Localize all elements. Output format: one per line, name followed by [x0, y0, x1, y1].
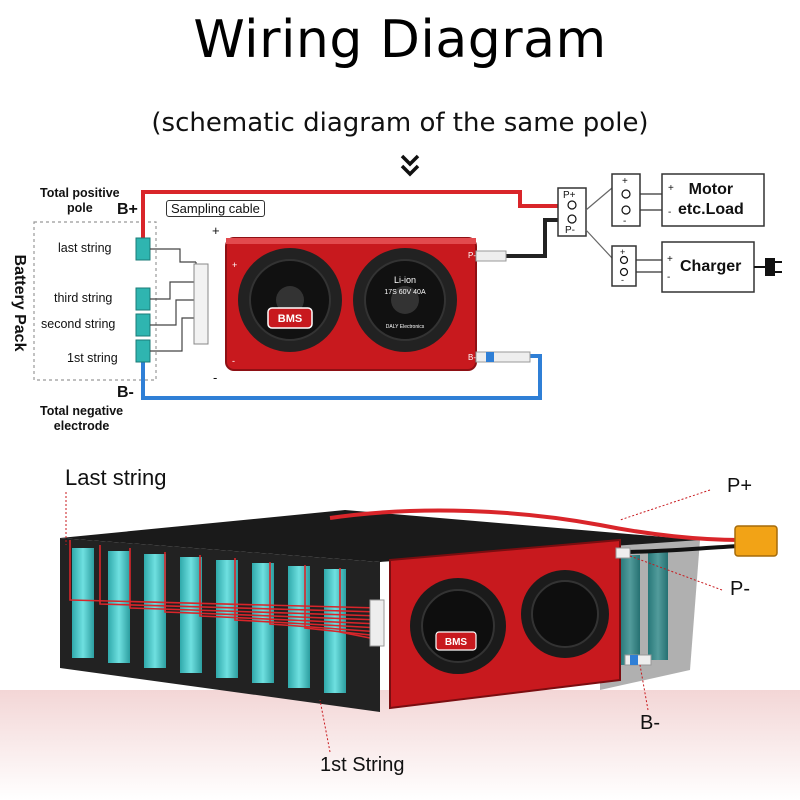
bms-spec-text: 17S 60V 40A [384, 289, 426, 296]
photo-p-minus-label: P- [730, 578, 750, 600]
charger-box [661, 241, 755, 293]
photo-b-minus-label: B- [640, 712, 660, 734]
port-p-minus-label: P- [565, 225, 575, 236]
photo-first-string-label: 1st String [320, 754, 405, 776]
total-positive-pole-label: Total positive pole [40, 186, 120, 215]
photo-p-minus-wire [619, 544, 741, 554]
photo-bms-badge [435, 631, 477, 651]
string-connectors [135, 237, 151, 363]
first-string-label: 1st string [67, 351, 118, 365]
charger-label: Charger [680, 258, 742, 275]
b-minus-label: B- [117, 384, 134, 401]
svg-text:-: - [621, 275, 624, 285]
photo-bms-fan-left [410, 578, 506, 674]
plug-icon [754, 258, 782, 276]
battery-cells [72, 548, 346, 693]
svg-text:+: + [620, 247, 625, 257]
page-title: Wiring Diagram [193, 10, 607, 70]
third-string-label: third string [54, 291, 113, 305]
photo-p-plus-label: P+ [727, 475, 753, 497]
photo-p-plus-wire [329, 508, 741, 542]
sampling-connector [369, 599, 385, 647]
sampling-wire-bundle [69, 540, 381, 641]
second-string-label: second string [41, 317, 116, 331]
bms-fan-left [238, 248, 342, 352]
bms-p-minus-label: P- [468, 251, 476, 260]
total-negative-electrode-label: Total negative electrode [40, 404, 124, 433]
svg-text:-: - [667, 272, 670, 283]
svg-text:+: + [622, 176, 628, 187]
svg-text:+: + [667, 254, 673, 265]
bms-b-minus-label: B- [468, 353, 476, 362]
side-cells [620, 552, 668, 665]
motor-port [611, 173, 641, 227]
charger-link [585, 229, 613, 259]
svg-text:-: - [668, 207, 671, 218]
sampling-plug [193, 263, 209, 345]
output-port-block [557, 187, 587, 237]
xt-connector [734, 525, 778, 557]
photo-bms-badge-text: BMS [445, 637, 468, 648]
photo-last-string-label: Last string [65, 465, 167, 490]
negative-wire [141, 354, 542, 400]
positive-wire [141, 190, 558, 238]
bms-fan-right [353, 248, 457, 352]
motor-load-label: Motor etc.Load [678, 181, 744, 218]
last-string-label: last string [58, 241, 112, 255]
bms-plus-mark: + [232, 260, 237, 270]
bms-chem-text: Li-ion [394, 275, 416, 285]
board-minus-marker: - [213, 370, 217, 385]
double-chevron-down-icon [400, 154, 420, 177]
schematic-diagram: BMS Li-ion 17S 60V 40A DALY Electronics … [33, 154, 782, 400]
p-minus-lead [475, 250, 507, 262]
photo-leader-lines [65, 489, 723, 753]
port-p-plus-label: P+ [563, 190, 576, 201]
bms-brand-text: DALY Electronics [386, 324, 425, 330]
floor-reflection [0, 690, 800, 800]
p-minus-wire [505, 218, 558, 258]
battery-pack-photo: BMS [0, 489, 800, 800]
b-plus-label: B+ [117, 201, 138, 218]
motor-load-box [661, 173, 765, 227]
load-link [585, 187, 613, 211]
bms-badge [267, 307, 313, 329]
svg-text:+: + [668, 183, 674, 194]
b-minus-lead [475, 351, 531, 363]
battery-pack-label: Battery Pack [11, 254, 28, 352]
battery-pack-box [33, 221, 157, 381]
board-plus-marker: + [212, 223, 220, 238]
sampling-cable-label: Sampling cable [166, 200, 265, 217]
photo-bms-fan-right [521, 570, 609, 658]
bms-badge-text: BMS [278, 313, 302, 325]
charger-port [611, 245, 637, 287]
sampling-lines [150, 248, 197, 352]
svg-text:-: - [623, 216, 626, 227]
page-subtitle: (schematic diagram of the same pole) [151, 108, 649, 138]
bms-minus-mark: - [232, 356, 235, 366]
